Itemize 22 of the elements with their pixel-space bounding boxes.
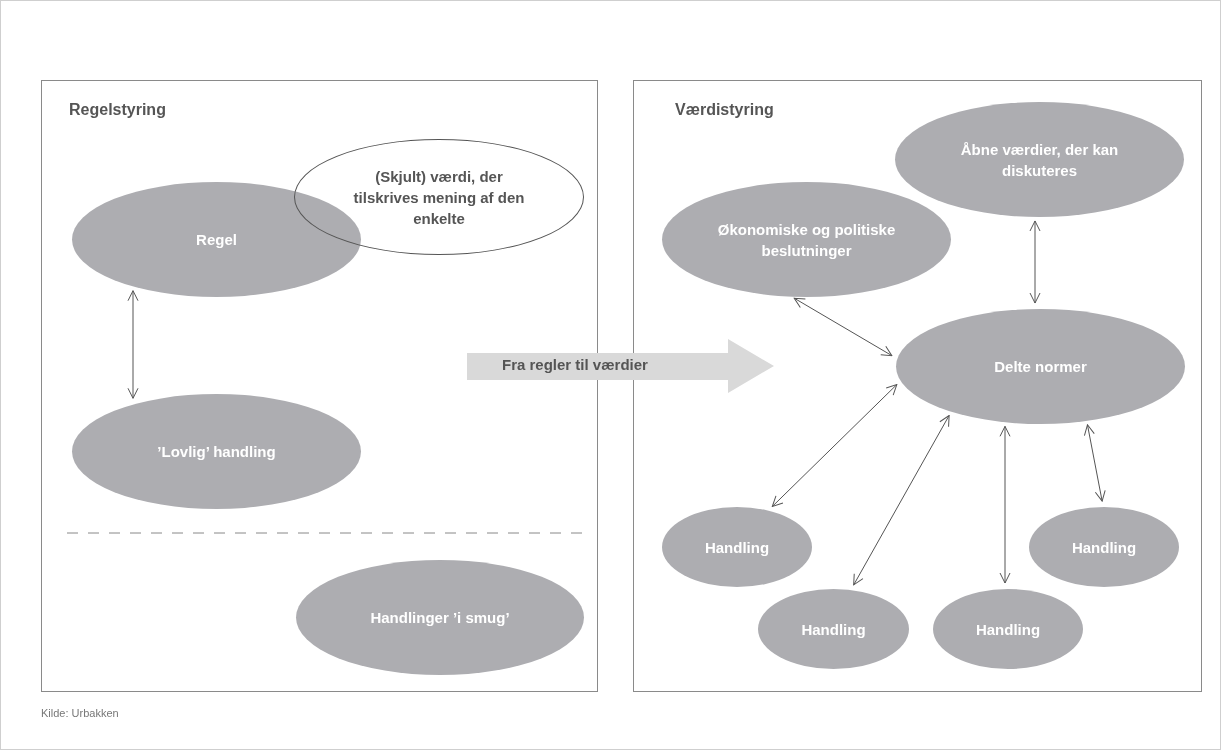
node-label: Handling bbox=[1071, 537, 1137, 558]
caption: Kilde: Urbakken bbox=[41, 707, 119, 719]
node-label: Delte normer bbox=[994, 357, 1087, 377]
node-label: Regel bbox=[196, 230, 237, 250]
panel-title: Værdistyring bbox=[675, 101, 774, 119]
node-label: Åbne værdier, der kan diskuteres bbox=[959, 139, 1120, 181]
double-arrow bbox=[1029, 220, 1041, 304]
node-label: Handling bbox=[975, 619, 1041, 640]
node-label: Handling bbox=[704, 537, 770, 558]
node-label: (Skjult) værdi, der tilskrives mening af den enkelte bbox=[352, 166, 526, 229]
panel-title: Regelstyring bbox=[69, 101, 166, 119]
double-arrow bbox=[793, 297, 893, 357]
double-arrow bbox=[127, 290, 139, 399]
double-arrow bbox=[999, 425, 1011, 584]
node-label: Handling bbox=[801, 619, 866, 640]
node-label: ’Lovlig’ handling bbox=[157, 442, 276, 462]
double-arrow bbox=[1083, 424, 1106, 502]
arrow-label: Fra regler til værdier bbox=[502, 356, 648, 373]
node-label: Økonomiske og politiske beslutninger bbox=[716, 219, 897, 261]
double-arrow bbox=[771, 384, 898, 507]
double-arrow bbox=[853, 415, 950, 586]
node-label: Handlinger ’i smug’ bbox=[370, 608, 510, 628]
